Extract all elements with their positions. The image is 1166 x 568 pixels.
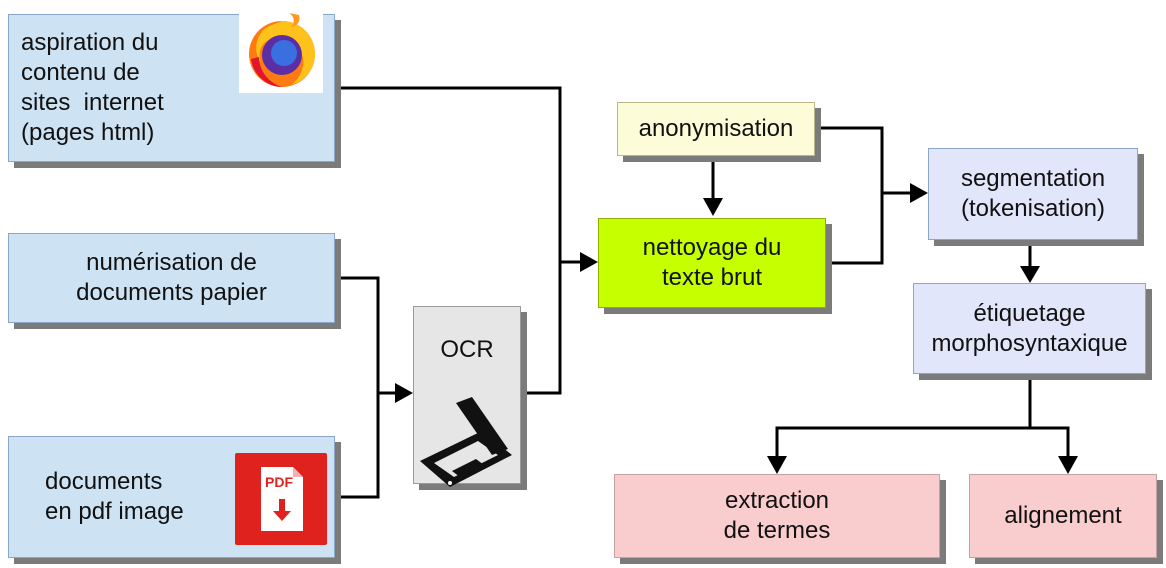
- firefox-icon: [239, 9, 323, 93]
- source-scan-box: numérisation de documents papier: [8, 233, 335, 323]
- etiquetage-line-2: morphosyntaxique: [931, 329, 1128, 357]
- segmentation-line-1: segmentation: [960, 165, 1106, 192]
- source-web-box: aspiration du contenu de sites internet …: [8, 9, 335, 162]
- arrowhead-nettoyage: [580, 252, 598, 272]
- ocr-box: OCR: [413, 306, 521, 487]
- source-pdf-box: documents en pdf image PDF: [8, 436, 335, 558]
- extraction-line-1: extraction: [724, 487, 830, 514]
- connector-scan-to-ocr: [335, 276, 395, 395]
- source-web-line-4: (pages html): [21, 119, 155, 146]
- arrowhead-ocr: [395, 383, 413, 403]
- nettoyage-line-2: texte brut: [661, 264, 763, 291]
- connector-etiquetage-to-outputs: [775, 374, 1070, 456]
- source-pdf-line-2: en pdf image: [45, 498, 184, 525]
- etiquetage-line-1: étiquetage: [973, 299, 1086, 327]
- connector-ocr-to-nettoyage: [521, 262, 562, 395]
- source-pdf-line-1: documents: [45, 468, 163, 495]
- connector-nettoyage-to-segmentation: [826, 193, 884, 265]
- scanner-icon: [420, 397, 512, 487]
- alignement-label: alignement: [1004, 502, 1122, 529]
- arrowhead-extraction: [767, 456, 787, 474]
- extraction-line-2: de termes: [723, 517, 831, 544]
- anonymisation-label: anonymisation: [638, 115, 794, 142]
- arrowhead-nettoyage-top: [703, 198, 723, 216]
- arrowhead-segmentation: [910, 183, 928, 203]
- source-web-line-1: aspiration du: [21, 29, 159, 56]
- arrowhead-etiquetage: [1020, 266, 1040, 283]
- pdf-icon-label: PDF: [265, 474, 293, 490]
- ocr-label: OCR: [440, 336, 494, 363]
- connector-pdf-to-ocr: [335, 393, 380, 499]
- source-scan-line-1: numérisation de: [86, 249, 257, 276]
- connector-web-to-nettoyage: [335, 86, 580, 264]
- source-web-line-3: sites internet: [21, 89, 164, 116]
- alignement-box: alignement: [969, 474, 1157, 558]
- nettoyage-line-1: nettoyage du: [642, 234, 782, 261]
- extraction-box: extraction de termes: [614, 474, 940, 558]
- segmentation-line-2: (tokenisation): [960, 195, 1106, 222]
- anonymisation-box: anonymisation: [617, 102, 815, 156]
- arrowhead-alignement: [1058, 456, 1078, 474]
- connector-anonymisation-to-segmentation: [820, 126, 910, 195]
- source-scan-line-2: documents papier: [76, 279, 267, 306]
- segmentation-box: segmentation (tokenisation): [928, 148, 1138, 240]
- pdf-download-icon: PDF: [235, 453, 327, 545]
- nettoyage-box: nettoyage du texte brut: [598, 218, 826, 308]
- source-web-line-2: contenu de: [21, 59, 140, 86]
- etiquetage-box: étiquetage morphosyntaxique: [913, 283, 1146, 374]
